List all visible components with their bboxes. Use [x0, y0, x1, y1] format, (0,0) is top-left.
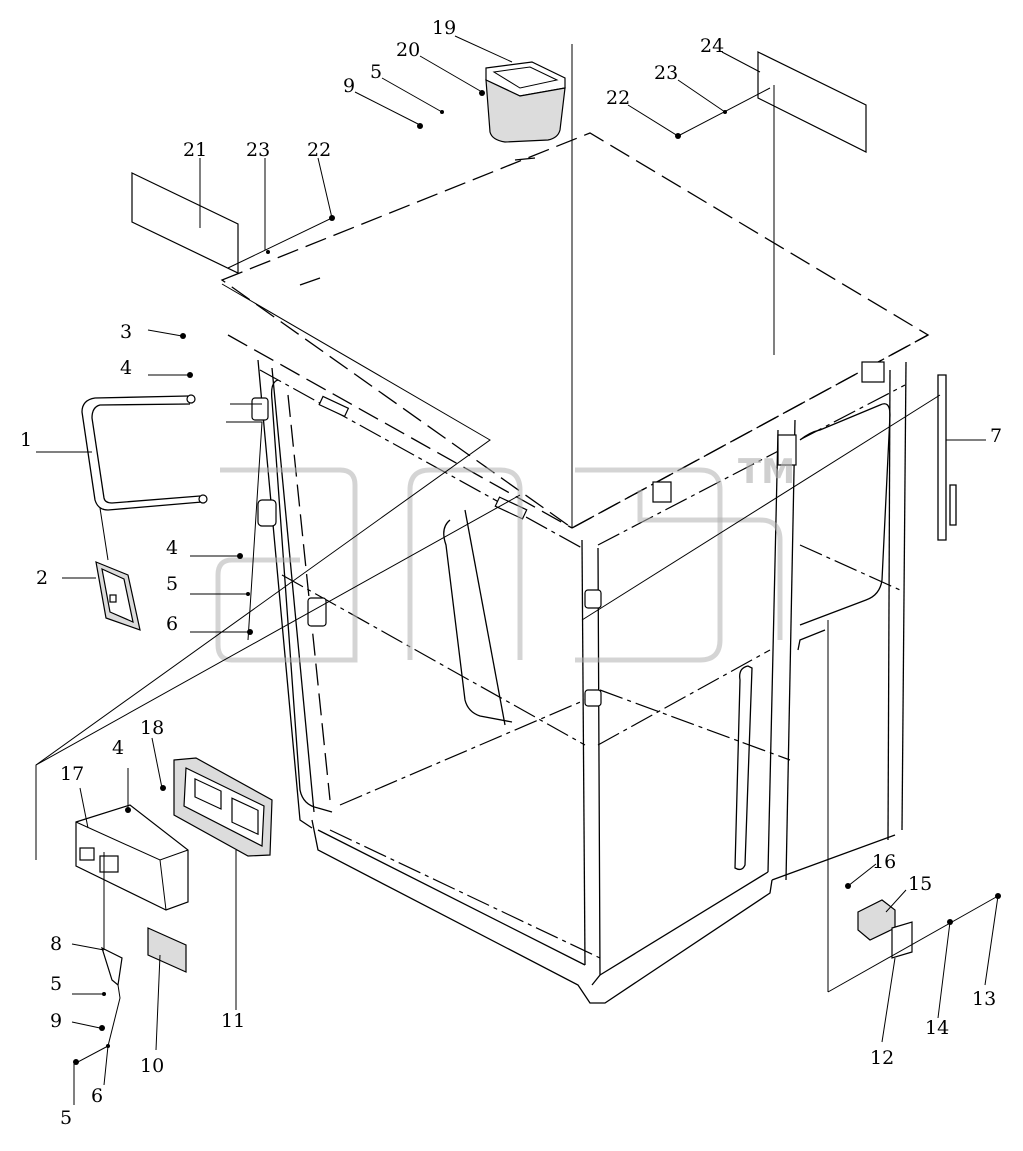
callout-20: 20: [396, 39, 420, 61]
callout-22: 22: [606, 87, 630, 109]
callout-6: 6: [166, 613, 178, 635]
callout-3: 3: [120, 321, 132, 343]
part-small-plate: [147, 927, 187, 973]
callout-21: 21: [183, 139, 207, 161]
callout-9: 9: [50, 1010, 62, 1032]
watermark-trademark: TM: [738, 452, 795, 492]
callout-labels: 19 20 5 9 24 23 22 21 23 22 3 4 1 7 2 4 …: [20, 17, 1002, 1129]
callout-22: 22: [307, 139, 331, 161]
part-grab-handle: [81, 394, 208, 511]
callout-16: 16: [872, 851, 896, 873]
part-control-panel: [173, 757, 273, 857]
callout-5: 5: [166, 573, 178, 595]
cab-frame: [220, 132, 930, 1004]
callout-19: 19: [432, 17, 456, 39]
leader-lines: [35, 35, 999, 1105]
callout-11: 11: [221, 1010, 245, 1032]
callout-8: 8: [50, 933, 62, 955]
callout-15: 15: [908, 873, 932, 895]
watermark-logo: TM: [215, 452, 795, 663]
callout-23: 23: [246, 139, 270, 161]
fasteners: [73, 90, 1001, 1065]
callout-10: 10: [140, 1055, 164, 1077]
part-rod: [937, 374, 957, 541]
callout-24: 24: [700, 35, 724, 57]
callout-5: 5: [370, 61, 382, 83]
callout-2: 2: [36, 567, 48, 589]
callout-9: 9: [343, 75, 355, 97]
part-switch-box: [75, 804, 189, 911]
callout-5: 5: [60, 1107, 72, 1129]
part-panel-left: [131, 172, 239, 274]
callout-6: 6: [91, 1085, 103, 1107]
callout-4: 4: [120, 357, 132, 379]
callout-13: 13: [972, 988, 996, 1010]
callout-18: 18: [140, 717, 164, 739]
callout-12: 12: [870, 1047, 894, 1069]
callout-14: 14: [925, 1017, 949, 1039]
part-lamp-bracket: [891, 921, 913, 959]
part-cover-plate: [95, 561, 141, 631]
callout-7: 7: [990, 425, 1002, 447]
callout-5: 5: [50, 973, 62, 995]
callout-4: 4: [112, 737, 124, 759]
callout-1: 1: [20, 429, 32, 451]
part-cup-holder: [485, 61, 566, 143]
callout-4: 4: [166, 537, 178, 559]
part-bracket: [101, 946, 123, 987]
part-lamp: [857, 899, 896, 941]
callout-17: 17: [60, 763, 84, 785]
part-panel-right: [757, 51, 867, 153]
callout-23: 23: [654, 62, 678, 84]
